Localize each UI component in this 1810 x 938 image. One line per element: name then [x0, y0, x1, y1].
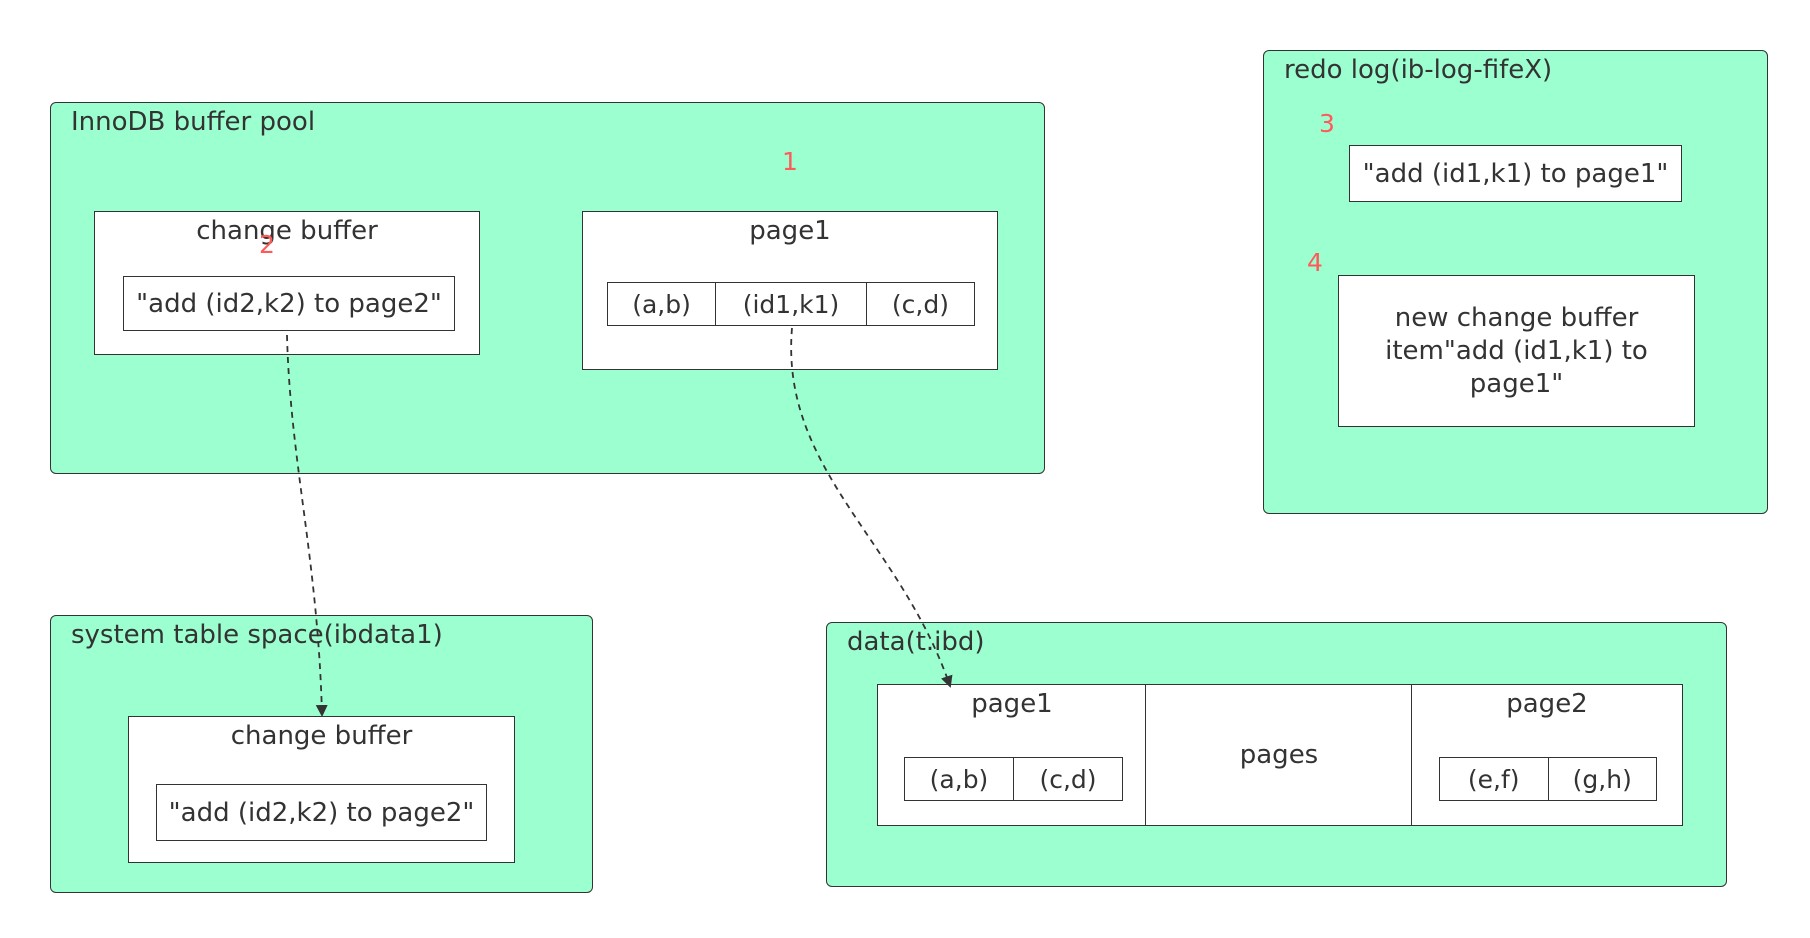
- change-buffer-title: change buffer: [196, 216, 378, 246]
- redo-log-title: redo log(ib-log-fifeX): [1284, 55, 1553, 85]
- data-page2-title: page2: [1506, 689, 1588, 719]
- step-number-3: 3: [1319, 109, 1335, 138]
- record-cell: (c,d): [891, 289, 949, 319]
- buffer-pool-page1: page1 (a,b) (id1,k1) (c,d): [582, 211, 998, 370]
- step-number-1: 1: [782, 147, 798, 176]
- buffer-pool-title: InnoDB buffer pool: [71, 107, 316, 137]
- step-number-2: 2: [259, 230, 275, 259]
- page1-record-row: (a,b) (id1,k1) (c,d): [607, 282, 975, 326]
- data-file-title: data(t.ibd): [847, 627, 985, 657]
- redo-log-entry-2: new change buffer item"add (id1,k1) to p…: [1338, 275, 1695, 427]
- record-cell: (id1,k1): [716, 283, 867, 325]
- system-change-buffer: change buffer "add (id2,k2) to page2": [128, 716, 515, 863]
- change-buffer-entry: "add (id2,k2) to page2": [123, 276, 455, 331]
- page1-title: page1: [749, 216, 831, 246]
- system-table-space-title: system table space(ibdata1): [71, 620, 443, 650]
- innodb-buffer-pool: InnoDB buffer pool 1 change buffer 2 "ad…: [50, 102, 1045, 474]
- data-page1-record-row: (a,b) (c,d): [904, 757, 1123, 801]
- data-pages: pages: [1145, 684, 1413, 826]
- record-cell: (a,b): [608, 283, 717, 325]
- pages-label: pages: [1239, 740, 1319, 770]
- redo-log: redo log(ib-log-fifeX) 3 "add (id1,k1) t…: [1263, 50, 1768, 514]
- system-table-space: system table space(ibdata1) change buffe…: [50, 615, 593, 893]
- system-change-buffer-title: change buffer: [230, 721, 413, 751]
- buffer-pool-change-buffer: change buffer 2 "add (id2,k2) to page2": [94, 211, 480, 355]
- data-page2: page2 (e,f) (g,h): [1411, 684, 1683, 826]
- step-number-4: 4: [1307, 248, 1323, 277]
- record-cell: (a,b): [905, 758, 1014, 800]
- record-cell: (c,d): [1039, 764, 1097, 794]
- data-page1-title: page1: [971, 689, 1053, 719]
- data-file: data(t.ibd) page1 (a,b) (c,d) pages page…: [826, 622, 1727, 887]
- data-page2-record-row: (e,f) (g,h): [1439, 757, 1657, 801]
- data-page1: page1 (a,b) (c,d): [877, 684, 1147, 826]
- redo-log-entry-1: "add (id1,k1) to page1": [1349, 145, 1682, 202]
- record-cell: (e,f): [1440, 758, 1549, 800]
- record-cell: (g,h): [1572, 764, 1632, 794]
- system-change-buffer-entry: "add (id2,k2) to page2": [156, 784, 487, 841]
